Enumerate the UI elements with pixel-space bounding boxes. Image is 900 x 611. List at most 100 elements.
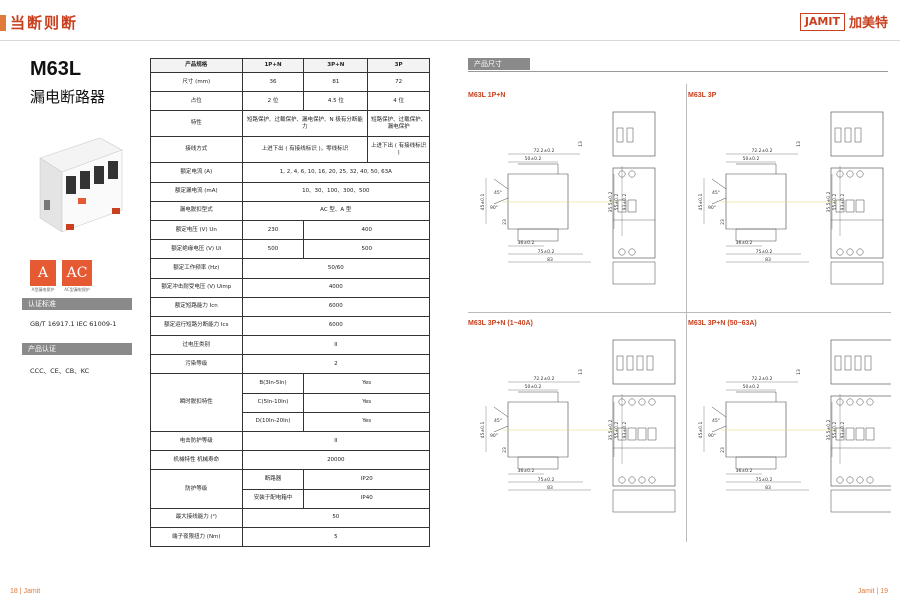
- dimension-label: 45±0.1: [698, 422, 704, 439]
- dimension-label: 93±0.2: [622, 422, 628, 439]
- badge-ac: AC AC型漏电保护: [62, 260, 92, 293]
- accent-bar: [0, 15, 6, 31]
- dimension-label: 45±0.1: [698, 194, 704, 211]
- product-model: M63L: [30, 58, 82, 80]
- footer-right: Jamit | 19: [857, 588, 888, 595]
- dimension-label: 72.2±0.2: [752, 376, 773, 382]
- spec-label: B(3In-5In): [241, 373, 305, 394]
- table-row: 额定工作频率 (Hz)50/60: [150, 258, 431, 279]
- spec-value: II: [241, 430, 431, 452]
- spec-value: 230: [241, 219, 305, 241]
- spec-label: 漏电脱扣型式: [150, 200, 243, 221]
- dimension-label: 93±0.2: [840, 422, 846, 439]
- spec-label: 特性: [150, 110, 243, 138]
- badge-group: A A型漏电保护 AC AC型漏电保护: [30, 260, 92, 293]
- dimension-label: 45°: [712, 418, 720, 424]
- dimension-label: 45°: [494, 418, 502, 424]
- footer-right-brand: Jamit: [857, 588, 875, 595]
- table-row: 端子夜限扭力 (Nm)5: [150, 526, 431, 548]
- dimension-label: 93±0.2: [622, 194, 628, 211]
- table-header-cell: 产品规格: [150, 58, 243, 73]
- table-row: 额定漏电流 (mA)10、30、100、300、500: [150, 181, 431, 202]
- dimension-label: 36±0.2: [518, 468, 535, 474]
- dimension-label: 75±0.2: [538, 249, 555, 255]
- spec-label: 断路器: [241, 469, 305, 490]
- spec-label: 接线方式: [150, 136, 243, 164]
- badge-ac-caption: AC型漏电保护: [64, 287, 90, 292]
- spec-value: 上进下出 ( 有接线标识 )，零线标识: [241, 136, 369, 164]
- spec-value: Yes: [303, 373, 430, 394]
- brand-slogan: 当断则断: [10, 14, 79, 32]
- spec-value: 50/60: [241, 258, 431, 279]
- spec-label: 额定电压 (V) Un: [150, 219, 243, 241]
- spec-label: 最大接线能力 (²): [150, 507, 243, 528]
- logo-cn: 加美特: [848, 16, 888, 31]
- spec-value: 400: [303, 219, 430, 241]
- spec-value: 5: [241, 526, 431, 548]
- dimension-label: 13: [796, 369, 802, 375]
- badge-ac-letter: AC: [62, 260, 92, 286]
- table-row: 额定电流 (A)1, 2, 4, 6, 10, 16, 20, 25, 32, …: [150, 162, 431, 183]
- spec-label: 端子夜限扭力 (Nm): [150, 526, 243, 548]
- dimension-label: 90°: [490, 205, 498, 211]
- dimension-label: 72.2±0.2: [534, 148, 555, 154]
- table-header-cell: 3P+N: [303, 58, 369, 73]
- panel-title: M63L 3P+N (1~40A): [468, 320, 533, 327]
- dimension-label: 50±0.2: [743, 156, 760, 162]
- spec-value: Yes: [303, 392, 430, 413]
- spec-label: 额定冲击耐受电压 (V) Uimp: [150, 277, 243, 298]
- dimension-label: 93±0.2: [840, 194, 846, 211]
- dimension-label: 50±0.2: [525, 384, 542, 390]
- panel-title: M63L 3P+N (50~63A): [688, 320, 757, 327]
- spec-value: 4 位: [367, 91, 430, 112]
- badge-a-caption: A型漏电保护: [31, 287, 55, 292]
- spec-value: 50: [241, 507, 431, 528]
- product-name: 漏电断路器: [30, 88, 106, 106]
- spec-value: 1, 2, 4, 6, 10, 16, 20, 25, 32, 40, 50, …: [241, 162, 431, 183]
- spec-value: 6000: [241, 296, 431, 317]
- certs-text: CCC、CE、CB、KC: [30, 367, 90, 375]
- dimension-label: 55±0.2: [832, 194, 838, 211]
- spec-label: D(10In-20In): [241, 411, 305, 433]
- spec-value: 短路保护、过载保护、漏电保护: [367, 110, 430, 138]
- dimension-label: 72.2±0.2: [752, 148, 773, 154]
- dimension-label: 83: [765, 257, 771, 263]
- protect-group-label: 防护等级: [150, 469, 243, 509]
- spec-label: 电击防护等级: [150, 430, 243, 452]
- spec-label: 安装于配电箱中: [241, 488, 305, 509]
- spec-value: II: [241, 335, 431, 356]
- dimension-label: 45±0.1: [480, 422, 486, 439]
- dimension-label: 13: [796, 141, 802, 147]
- spec-value: 4000: [241, 277, 431, 298]
- spec-value: 2 位: [241, 91, 305, 112]
- dimension-label: 45°: [712, 190, 720, 196]
- dimension-label: 36±0.2: [518, 240, 535, 246]
- dimension-label: 23: [502, 447, 508, 453]
- dimension-label: 90°: [708, 205, 716, 211]
- dimension-label: 55±0.2: [614, 194, 620, 211]
- dimension-label: 35.5±0.2: [826, 191, 832, 212]
- dimension-label: 83: [547, 485, 553, 491]
- spec-label: 额定运行短路分断能力 Ics: [150, 315, 243, 337]
- spec-label: 额定漏电流 (mA): [150, 181, 243, 202]
- spec-value: 500: [303, 239, 430, 260]
- dimension-label: 13: [578, 141, 584, 147]
- footer-right-page: 19: [880, 588, 888, 595]
- company-logo: JAMIT 加美特: [799, 12, 888, 31]
- dimension-label: 83: [765, 485, 771, 491]
- dimension-label: 75±0.2: [756, 249, 773, 255]
